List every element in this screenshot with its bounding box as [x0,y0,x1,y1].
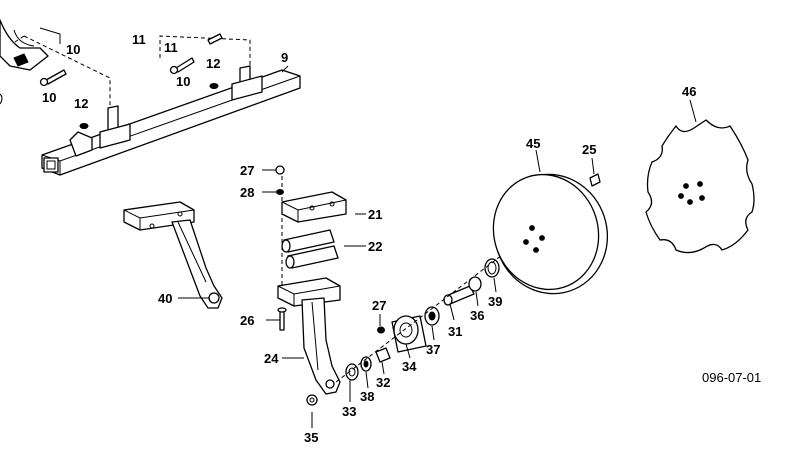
callout-21: 21 [368,207,382,222]
callout-24: 24 [264,351,279,366]
frame-section-top-left [0,19,61,105]
plain-disc-45 [492,173,609,295]
callout-22: 22 [368,239,382,254]
callout-37: 37 [426,342,440,357]
callouts: 9 10 10 10 11 11 12 12 21 22 24 25 26 27… [42,32,761,445]
drawing-reference-number: 096-07-01 [702,370,761,385]
callout-11: 11 [164,40,178,55]
assembly-line [23,35,111,106]
callout-11: 11 [132,32,146,47]
callout-45: 45 [526,136,540,151]
leader-lines [178,65,697,428]
callout-26: 26 [240,313,254,328]
notched-disc-46 [645,119,755,254]
callout-12: 12 [206,56,220,71]
callout-36: 36 [470,308,484,323]
callout-10: 10 [42,90,56,105]
small-hardware [275,165,601,406]
callout-34: 34 [402,359,417,374]
callout-46: 46 [682,84,696,99]
callout-32: 32 [376,375,390,390]
callout-27: 27 [240,163,254,178]
arm-40 [123,201,223,309]
assembly-line [159,35,251,66]
callout-10: 10 [176,74,190,89]
bracket-21 [281,191,347,223]
callout-33: 33 [342,404,356,419]
callout-25: 25 [582,142,596,157]
callout-28: 28 [240,185,254,200]
callout-27: 27 [372,298,386,313]
callout-35: 35 [304,430,318,445]
callout-10: 10 [66,42,80,57]
assembly-line [11,35,25,45]
toolbar-beam [41,65,301,176]
callout-12: 12 [74,96,88,111]
bushings-22 [281,229,339,269]
callout-40: 40 [158,291,172,306]
bolts-and-nuts [39,33,223,129]
hub-assembly [345,258,500,381]
callout-38: 38 [360,389,374,404]
callout-9: 9 [281,50,288,65]
arm-24 [277,277,341,395]
assembly-axis [335,225,541,383]
callout-31: 31 [448,324,462,339]
callout-39: 39 [488,294,502,309]
